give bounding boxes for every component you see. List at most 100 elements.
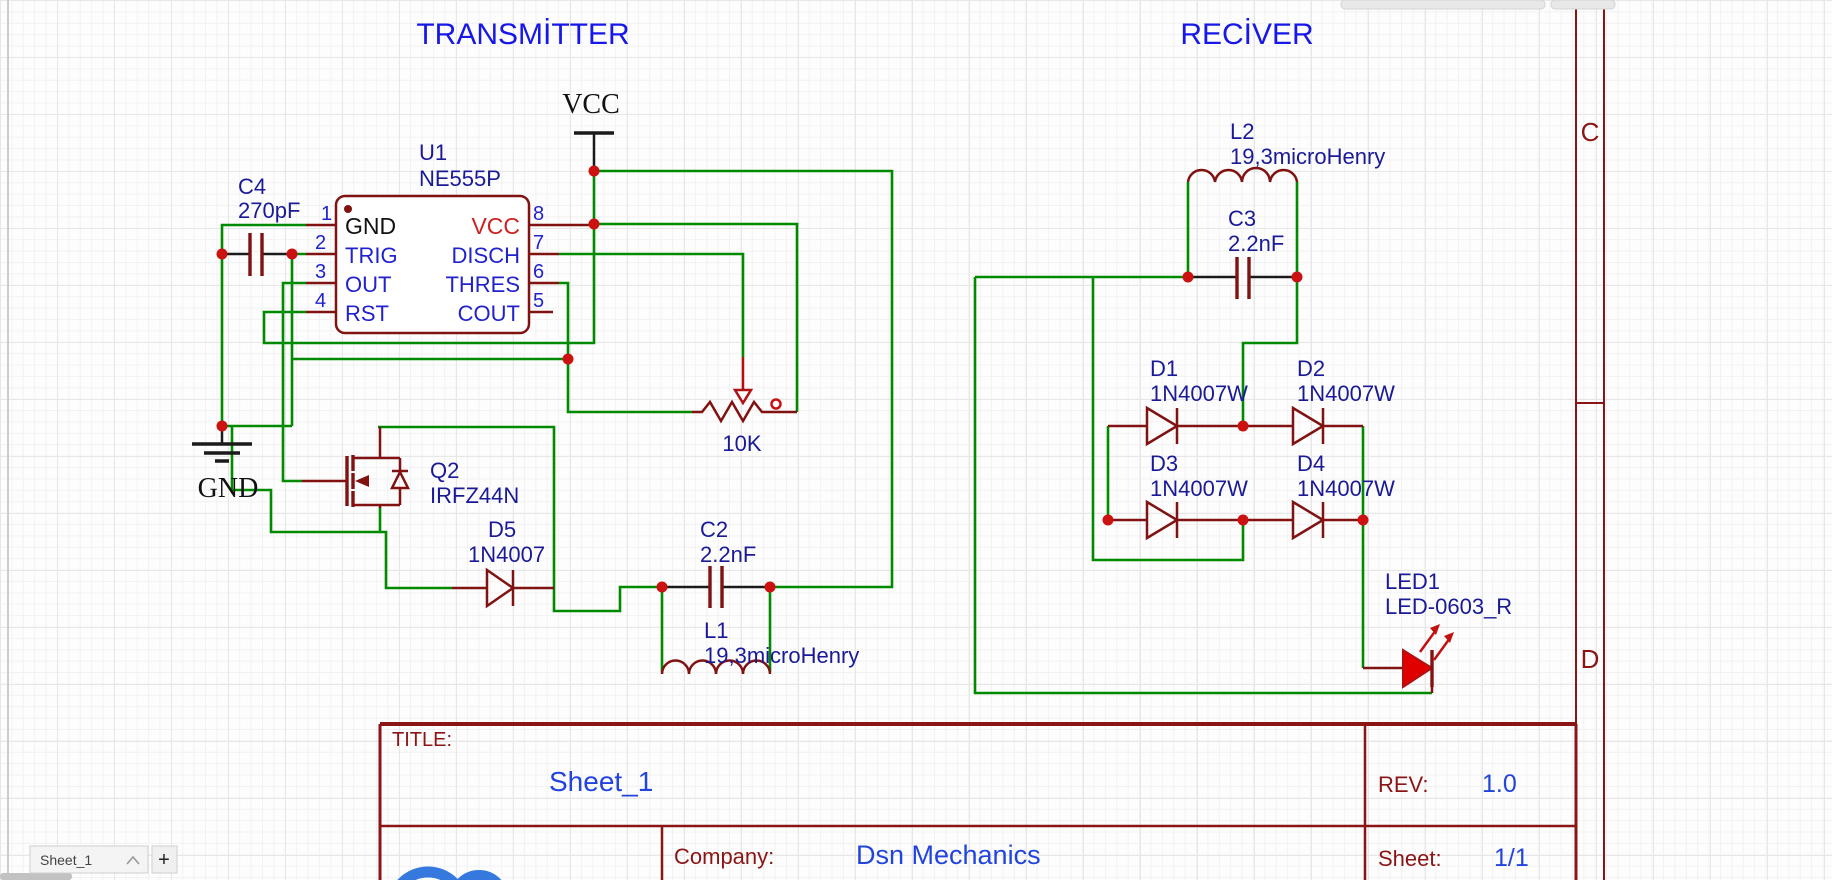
- pin1-indicator: [344, 205, 352, 213]
- wire-rx-to-d1[interactable]: [1241, 277, 1299, 426]
- ic-right-pin-stubs[interactable]: [529, 223, 594, 314]
- d5-value[interactable]: 1N4007: [468, 542, 545, 567]
- l1-value[interactable]: 19,3microHenry: [704, 643, 859, 668]
- wire-thres[interactable]: [559, 281, 692, 414]
- frame-zone-d: D: [1581, 644, 1600, 674]
- wire-trig[interactable]: [290, 252, 306, 426]
- company-label: Company:: [674, 844, 774, 869]
- rev-value[interactable]: 1.0: [1482, 770, 1517, 798]
- l1-ref[interactable]: L1: [704, 618, 728, 643]
- q2-value[interactable]: IRFZ44N: [430, 483, 519, 508]
- component-q2-mosfet[interactable]: Q2 IRFZ44N: [302, 427, 519, 508]
- wire-vcc-pot[interactable]: [594, 222, 799, 412]
- ic-body[interactable]: [334, 194, 531, 335]
- gnd-label[interactable]: GND: [198, 473, 259, 504]
- vcc-label[interactable]: VCC: [562, 89, 620, 120]
- wire-rx-mid[interactable]: [1091, 277, 1245, 562]
- pin-name-rst: RST: [345, 301, 389, 326]
- junction-dots: [216, 165, 1369, 593]
- bottom-scrollbar-thumb[interactable]: [0, 873, 72, 880]
- wire-vcc-rail[interactable]: [594, 169, 894, 589]
- component-pot-10k[interactable]: 10K: [692, 357, 797, 456]
- component-l2-inductor[interactable]: L2 19,3microHenry: [1186, 119, 1385, 183]
- d2-value[interactable]: 1N4007W: [1297, 381, 1395, 406]
- pin-name-vcc: VCC: [471, 213, 520, 239]
- d1-ref[interactable]: D1: [1150, 356, 1178, 381]
- pot-value[interactable]: 10K: [722, 431, 761, 456]
- component-c3-capacitor[interactable]: C3 2.2nF: [1188, 206, 1297, 299]
- wire-out-gate[interactable]: [281, 281, 306, 483]
- l2-value[interactable]: 19,3microHenry: [1230, 144, 1385, 169]
- component-d2-diode[interactable]: D2 1N4007W: [1243, 356, 1395, 447]
- horizontal-scrollbar-thumb[interactable]: [1340, 0, 1546, 10]
- component-d1-diode[interactable]: D1 1N4007W: [1108, 356, 1248, 447]
- c4-ref[interactable]: C4: [238, 174, 266, 199]
- easyeda-logo: EasyEDA: [397, 866, 735, 880]
- body-diode: [389, 469, 411, 490]
- q2-ref[interactable]: Q2: [430, 458, 459, 483]
- c3-ref[interactable]: C3: [1228, 206, 1256, 231]
- d3-ref[interactable]: D3: [1150, 451, 1178, 476]
- c2-value[interactable]: 2.2nF: [700, 542, 756, 567]
- receiver-title[interactable]: RECİVER: [1180, 18, 1313, 51]
- component-d4-diode[interactable]: D4 1N4007W: [1243, 451, 1395, 541]
- component-led1[interactable]: LED1 LED-0603_R: [1363, 569, 1512, 693]
- d2-ref[interactable]: D2: [1297, 356, 1325, 381]
- component-d3-diode[interactable]: D3 1N4007W: [1108, 451, 1248, 541]
- ic-left-pin-stubs[interactable]: [306, 223, 336, 314]
- tab-sheet-1-label[interactable]: Sheet_1: [40, 852, 92, 868]
- capacitor-plates: [248, 233, 264, 276]
- plus-icon[interactable]: +: [158, 849, 170, 871]
- pin-name-disch: DISCH: [452, 243, 520, 268]
- diode-triangle: [1145, 499, 1180, 541]
- wire-disch[interactable]: [559, 252, 745, 357]
- d5-ref[interactable]: D5: [488, 517, 516, 542]
- component-c2-capacitor[interactable]: C2 2.2nF: [662, 517, 770, 608]
- transmitter-title[interactable]: TRANSMİTTER: [416, 18, 629, 51]
- pin-name-trig: TRIG: [345, 243, 398, 268]
- wire-d5-anode[interactable]: [380, 530, 452, 590]
- d3-value[interactable]: 1N4007W: [1150, 476, 1248, 501]
- sheet-tab-bar[interactable]: Sheet_1 +: [29, 845, 178, 874]
- wire-source[interactable]: [230, 426, 382, 534]
- add-sheet-button[interactable]: [151, 845, 178, 874]
- wire-rst-vcc[interactable]: [262, 224, 596, 345]
- u1-value[interactable]: NE555P: [419, 166, 501, 191]
- wire-pin1-gnd[interactable]: [220, 223, 306, 426]
- d1-value[interactable]: 1N4007W: [1150, 381, 1248, 406]
- net-flag-vcc[interactable]: VCC: [562, 89, 620, 171]
- u1-ref[interactable]: U1: [419, 140, 447, 165]
- led1-value[interactable]: LED-0603_R: [1385, 594, 1512, 619]
- chevron-up-icon[interactable]: [126, 855, 140, 865]
- company-value[interactable]: Dsn Mechanics: [856, 840, 1041, 870]
- c2-ref[interactable]: C2: [700, 517, 728, 542]
- component-u1-ne555p[interactable]: U1 NE555P 1 2 3 4 8 7 6 5 GND TRIG OUT R…: [306, 140, 594, 335]
- l2-ref[interactable]: L2: [1230, 119, 1254, 144]
- horizontal-scrollbar-segment[interactable]: [1550, 0, 1616, 10]
- tab-sheet-1[interactable]: [29, 845, 149, 874]
- wire-drain-rail[interactable]: [378, 425, 662, 613]
- sheet-value[interactable]: 1/1: [1494, 844, 1529, 872]
- frame-zone-c: C: [1581, 117, 1600, 147]
- component-l1-inductor[interactable]: L1 19,3microHenry: [660, 618, 859, 675]
- d4-ref[interactable]: D4: [1297, 451, 1325, 476]
- led1-ref[interactable]: LED1: [1385, 569, 1440, 594]
- pin-name-thres: THRES: [445, 272, 520, 297]
- c4-value[interactable]: 270pF: [238, 198, 300, 223]
- resistor-zigzag: [692, 399, 797, 424]
- title-block[interactable]: TITLE: Sheet_1 REV: 1.0 Company: Dsn Mec…: [378, 722, 1578, 880]
- wire-rx-bottom-rail[interactable]: [973, 277, 1432, 695]
- inductor-coil: [660, 659, 772, 675]
- pin-name-out: OUT: [345, 272, 391, 297]
- pin-number-1: 1: [321, 203, 332, 225]
- sheet-frame-border: C D: [1575, 0, 1605, 880]
- d4-value[interactable]: 1N4007W: [1297, 476, 1395, 501]
- component-d5-diode[interactable]: D5 1N4007: [452, 517, 554, 609]
- component-c4-capacitor[interactable]: C4 270pF: [222, 174, 300, 276]
- wire-net-group[interactable]: [220, 169, 1432, 695]
- led-emission-arrows: [1418, 629, 1452, 661]
- title-value[interactable]: Sheet_1: [549, 766, 653, 797]
- net-flag-gnd[interactable]: GND: [192, 426, 258, 504]
- c3-value[interactable]: 2.2nF: [1228, 231, 1284, 256]
